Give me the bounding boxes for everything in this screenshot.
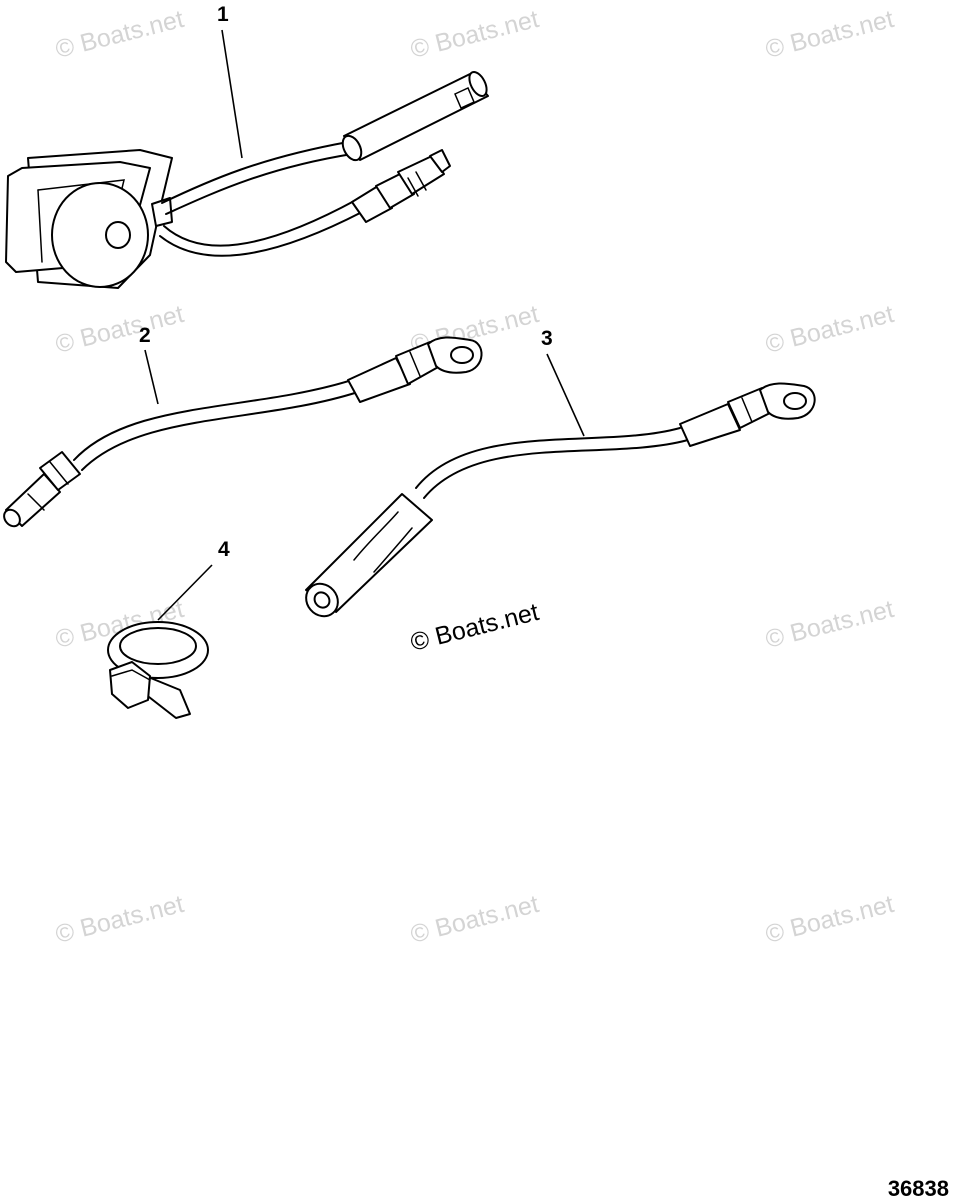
watermark: © Boats.net	[53, 300, 187, 359]
callout-2: 2	[139, 324, 159, 405]
callout-label-3: 3	[541, 327, 553, 350]
callout-label-1: 1	[217, 3, 229, 26]
callout-label-4: 4	[218, 538, 230, 561]
watermark-layer: © Boats.net © Boats.net © Boats.net © Bo…	[53, 5, 897, 949]
callout-1: 1	[217, 3, 243, 159]
part-1-sensor-assembly	[5, 70, 489, 289]
watermark: © Boats.net	[408, 5, 542, 64]
callout-4: 4	[157, 538, 230, 621]
watermark: © Boats.net	[53, 5, 187, 64]
center-copyright-mark: © Boats.net	[408, 598, 542, 657]
watermark: © Boats.net	[408, 890, 542, 949]
watermark: © Boats.net	[763, 890, 897, 949]
part-4-cable-tie	[107, 621, 209, 719]
watermark: © Boats.net	[763, 5, 897, 64]
watermark: © Boats.net	[763, 595, 897, 654]
callout-label-2: 2	[139, 324, 151, 347]
watermark: © Boats.net	[53, 890, 187, 949]
watermark: © Boats.net	[763, 300, 897, 359]
part-2-lead-bullet-to-ring	[3, 336, 483, 528]
part-3-lead-sleeve-to-ring	[305, 382, 816, 618]
callout-3: 3	[541, 327, 585, 437]
figure-number: 36838	[888, 1176, 949, 1200]
